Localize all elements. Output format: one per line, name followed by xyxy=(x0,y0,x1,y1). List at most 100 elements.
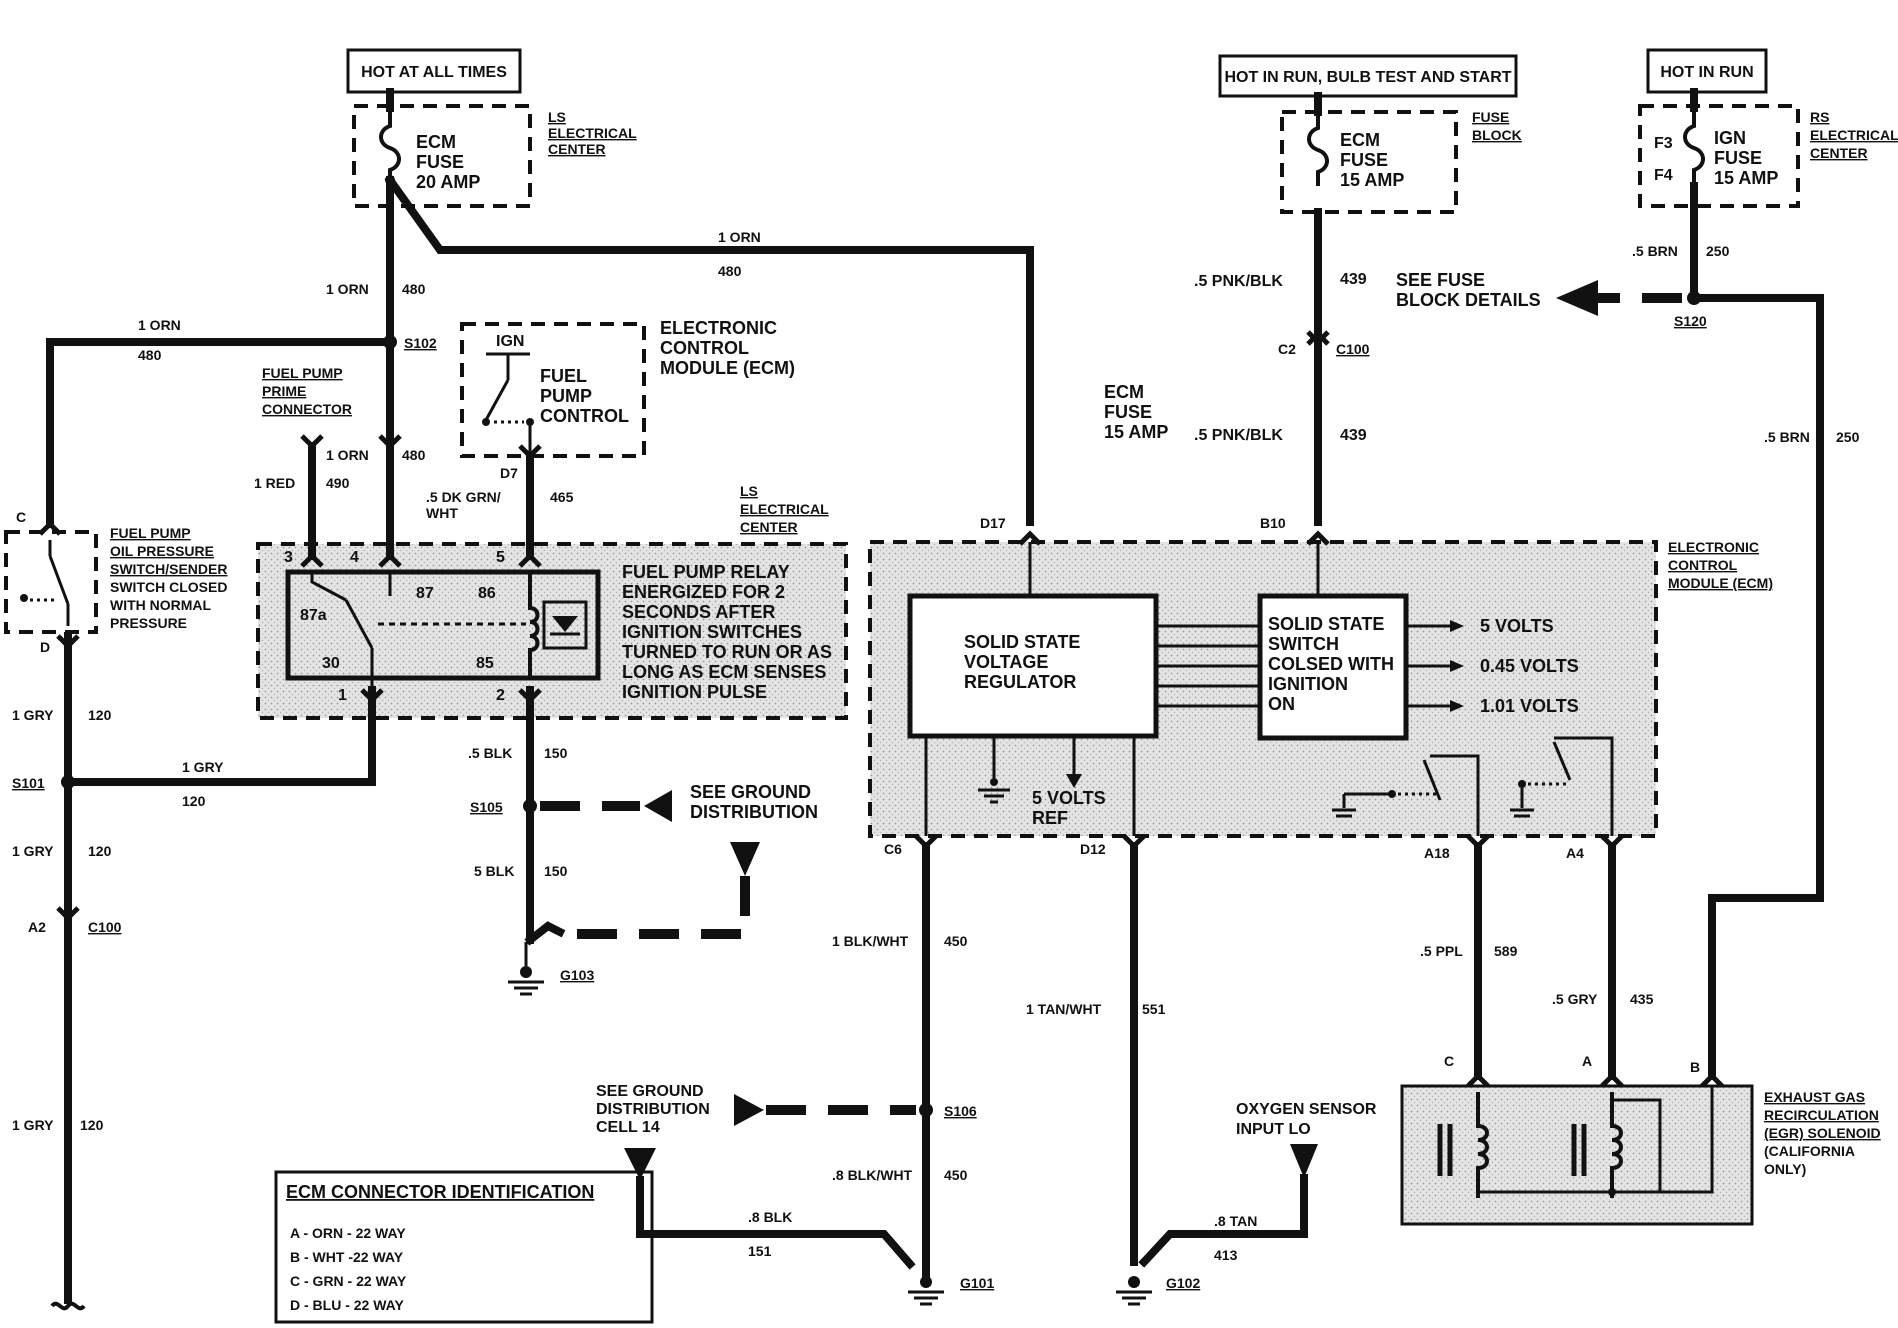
w6-color-b: WHT xyxy=(426,505,458,521)
relay-coil-icon xyxy=(528,572,540,678)
egr-l2: RECIRCULATION xyxy=(1764,1107,1879,1123)
sw-l4: IGNITION xyxy=(1268,674,1348,694)
oxy-l2: INPUT LO xyxy=(1236,1121,1311,1138)
oil-c: C xyxy=(16,509,26,525)
fuse-20-l2: FUSE xyxy=(416,152,464,172)
ecm-main-l1: ELECTRONIC xyxy=(1668,539,1759,555)
w19-color: .8 BLK xyxy=(748,1209,792,1225)
relay-note-l2: energized for 2 xyxy=(622,582,785,602)
hot-at-all-times-text: HOT AT ALL TIMES xyxy=(361,64,507,81)
w4-circuit: 480 xyxy=(402,447,426,463)
fuse-block-l1: FUSE xyxy=(1472,109,1509,125)
reg-l3: REGULATOR xyxy=(964,672,1076,692)
ecm-main-box xyxy=(868,540,1658,838)
connector-chevron-up xyxy=(518,552,542,568)
w18-circuit: 450 xyxy=(944,1167,968,1183)
hot-in-run-box xyxy=(1646,48,1768,94)
connector-chevron-up xyxy=(378,552,402,568)
w2-color: 1 ORN xyxy=(718,229,761,245)
legend-row-c: C - GRN - 22 WAY xyxy=(290,1273,407,1289)
w7-color: 1 GRY xyxy=(12,707,54,723)
ground-ref-arrow-4 xyxy=(624,1148,656,1180)
connector-chevron-up xyxy=(38,520,62,536)
hot-in-run-bulb-text: HOT IN RUN, BULB TEST AND START xyxy=(1224,69,1511,86)
w10-circuit: 120 xyxy=(80,1117,104,1133)
w8-color: 1 GRY xyxy=(182,759,224,775)
w1-color: 1 ORN xyxy=(326,281,369,297)
w14-circuit: 439 xyxy=(1340,427,1367,444)
gd1-l2: DISTRIBUTION xyxy=(690,802,818,822)
w19-circuit: 151 xyxy=(748,1243,772,1259)
w13-circuit: 439 xyxy=(1340,271,1367,288)
w12-color: 5 BLK xyxy=(474,863,514,879)
ecm-top-ctrl-l2: PUMP xyxy=(540,386,592,406)
w1-circuit: 480 xyxy=(402,281,426,297)
oxygen-arrow xyxy=(1290,1144,1318,1178)
sw-l1: SOLID STATE xyxy=(1268,614,1384,634)
connector-chevron-down xyxy=(1466,834,1490,850)
pin-a4: A4 xyxy=(1566,845,1584,861)
fuse-note-l2: FUSE xyxy=(1104,402,1152,422)
ref-l1: 5 VOLTS xyxy=(1032,788,1106,808)
fuse-note-l1: ECM xyxy=(1104,382,1144,402)
ecm-main-l2: CONTROL xyxy=(1668,557,1738,573)
ecm-top-box xyxy=(460,322,646,458)
connector-chevron-up xyxy=(1306,330,1330,346)
fuse-20-icon xyxy=(379,108,401,180)
w20-circuit: 551 xyxy=(1142,1001,1166,1017)
ls-center-1-l2: ELECTRICAL xyxy=(548,125,637,141)
w8-circuit: 120 xyxy=(182,793,206,809)
egr-l3: (EGR) SOLENOID xyxy=(1764,1125,1881,1141)
s102-label: S102 xyxy=(404,335,437,351)
egr-l4: (CALIFORNIA xyxy=(1764,1143,1855,1159)
out-045v: 0.45 VOLTS xyxy=(1480,656,1579,676)
legend-title: ECM CONNECTOR IDENTIFICATION xyxy=(286,1182,594,1202)
fuel-pump-relay xyxy=(285,569,601,681)
fuse-note-l3: 15 AMP xyxy=(1104,422,1168,442)
relay-t85: 85 xyxy=(476,655,494,672)
ign-fuse-l2: FUSE xyxy=(1714,148,1762,168)
oxy-l1: OXYGEN SENSOR xyxy=(1236,1101,1377,1118)
relay-diode-icon xyxy=(552,616,578,632)
w20-color: 1 TAN/WHT xyxy=(1026,1001,1102,1017)
connector-chevron-up xyxy=(1466,1072,1490,1088)
connector-chevron-up xyxy=(1018,530,1042,546)
ref-l2: REF xyxy=(1032,808,1068,828)
w21-circuit: 413 xyxy=(1214,1247,1238,1263)
w22-color: .5 PPL xyxy=(1420,943,1463,959)
g103-label: G103 xyxy=(560,967,594,983)
rs-center-l2: ELECTRICAL xyxy=(1810,127,1898,143)
egr-shade xyxy=(1402,1086,1752,1224)
hot-in-run-bulb-box xyxy=(1218,54,1518,98)
prime-l1: FUEL PUMP xyxy=(262,365,343,381)
egr-solenoid-box xyxy=(1400,1084,1754,1226)
relay-pin-3: 3 xyxy=(284,549,293,566)
w16-color: .5 BRN xyxy=(1764,429,1810,445)
fuse-block-l2: BLOCK xyxy=(1472,127,1522,143)
connector-chevron-down xyxy=(300,434,324,450)
legend-row-a: A - ORN - 22 WAY xyxy=(290,1225,406,1241)
w3-circuit: 480 xyxy=(138,347,162,363)
connector-chevron-up xyxy=(300,552,324,568)
connector-chevron-down xyxy=(1122,834,1146,850)
w18-color: .8 BLK/WHT xyxy=(832,1167,913,1183)
relay-pin-1: 1 xyxy=(338,687,347,704)
ign-fuse-icon xyxy=(1683,108,1705,186)
s101-label: S101 xyxy=(12,775,45,791)
egr-coil-1-icon xyxy=(1476,1092,1489,1198)
w23-color: .5 GRY xyxy=(1552,991,1598,1007)
oil-d: D xyxy=(40,639,50,655)
egr-l5: ONLY) xyxy=(1764,1161,1806,1177)
relay-note-l3: seconds after xyxy=(622,602,775,622)
relay-note-l4: ignition switches xyxy=(622,622,802,642)
g101-label: G101 xyxy=(960,1275,994,1291)
gd2-l1: SEE GROUND xyxy=(596,1083,704,1100)
oil-l4: SWITCH CLOSED xyxy=(110,579,227,595)
conn-c100: C100 xyxy=(1336,341,1370,357)
connector-chevrons xyxy=(38,330,1724,1088)
w17-color: 1 BLK/WHT xyxy=(832,933,909,949)
egr-l1: EXHAUST GAS xyxy=(1764,1089,1865,1105)
out-5v: 5 VOLTS xyxy=(1480,616,1554,636)
conn-c2: C2 xyxy=(1278,341,1296,357)
